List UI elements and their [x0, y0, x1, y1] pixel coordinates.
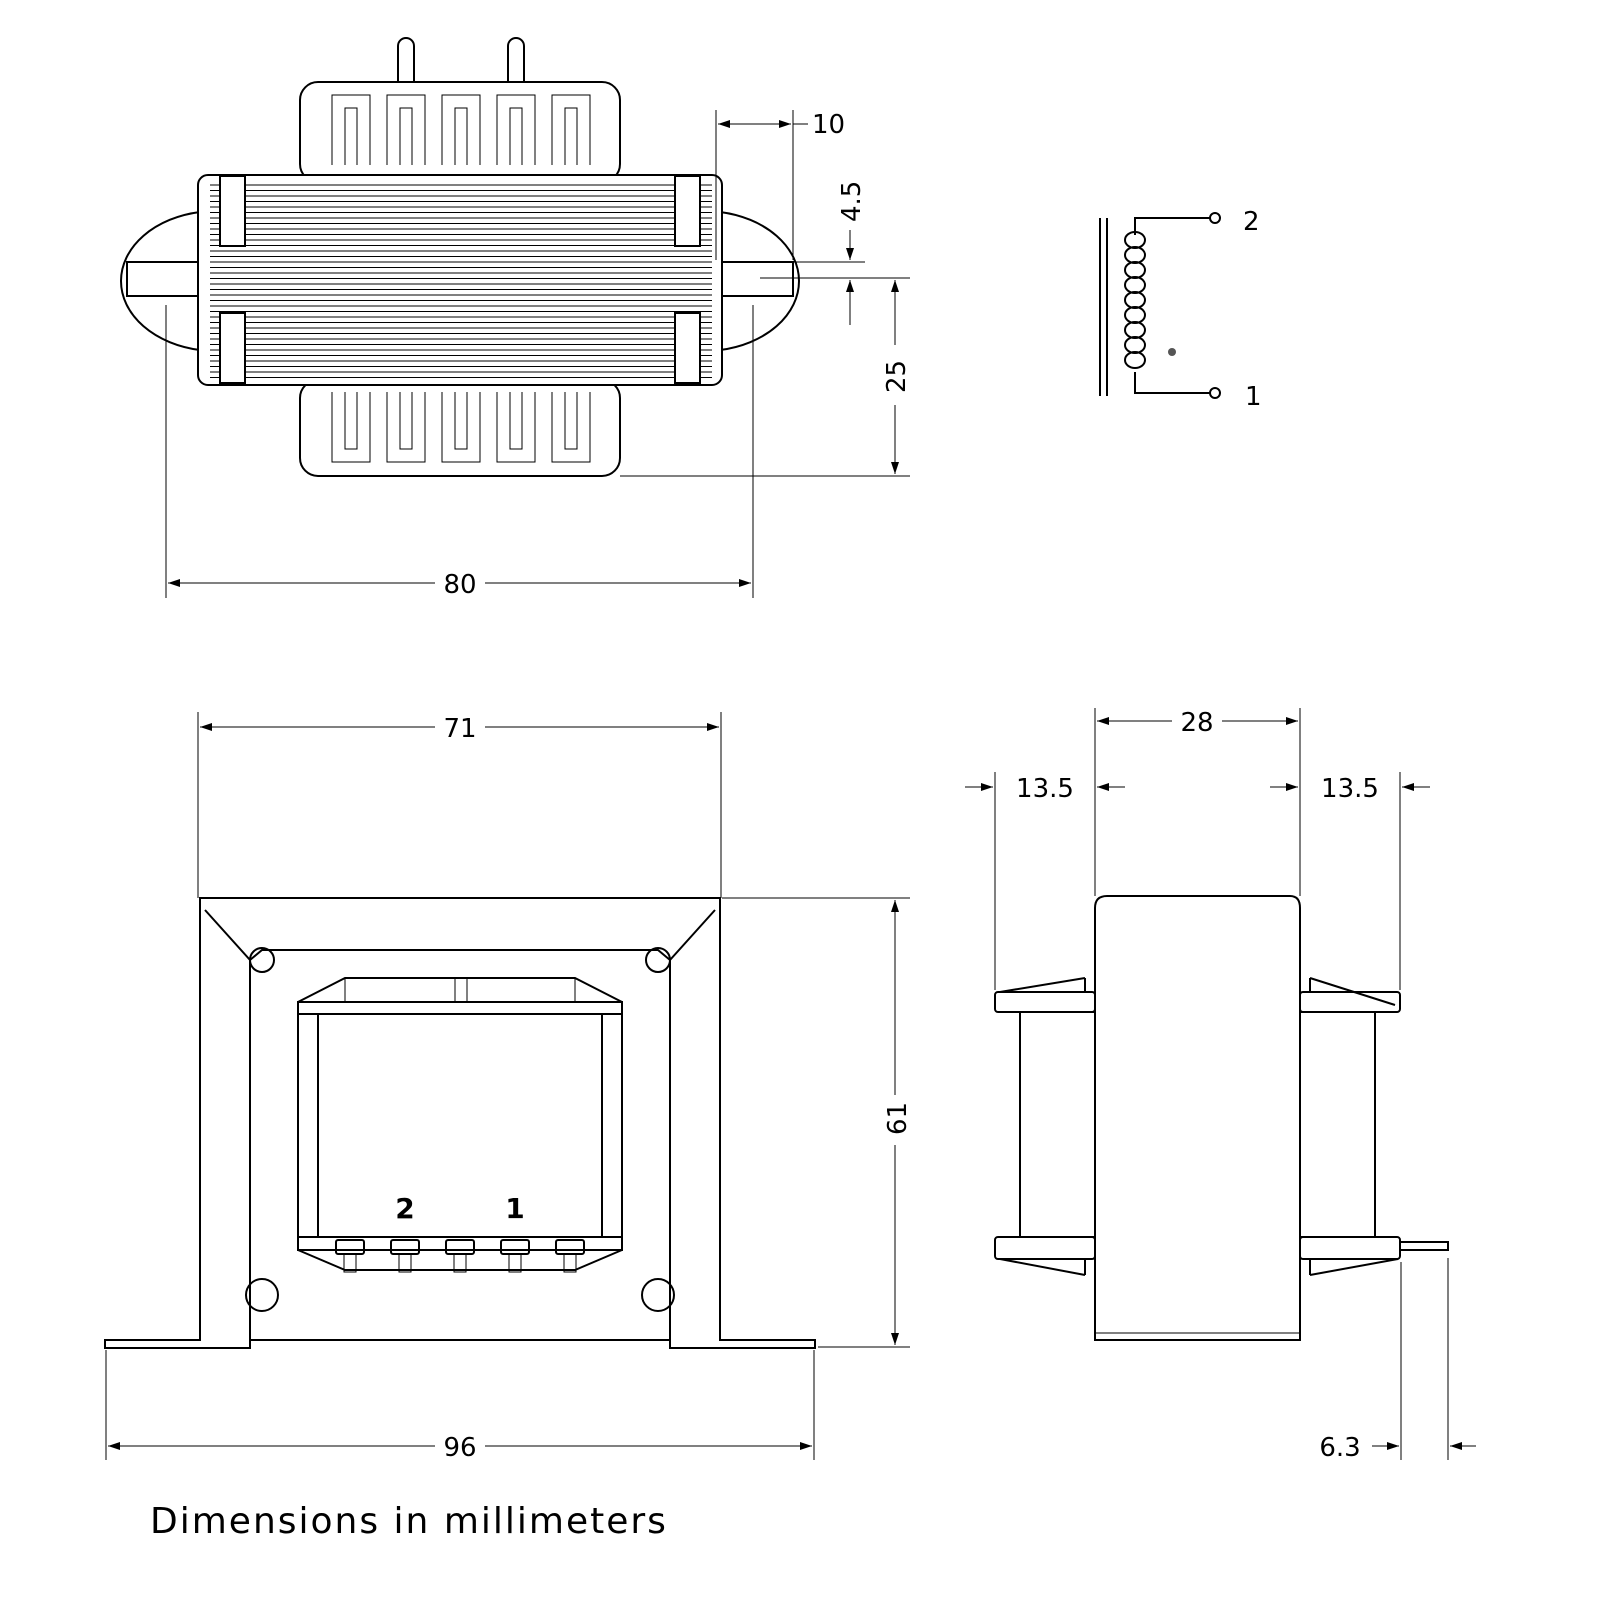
front-terminal-2: 2 [395, 1192, 414, 1225]
bobbin [297, 1001, 623, 1251]
schematic-terminal-2: 2 [1243, 207, 1260, 237]
polarity-dot-icon [1168, 348, 1176, 356]
dim-13-5-right: 13.5 [1321, 774, 1379, 804]
dim-6-3: 6.3 [1319, 1433, 1360, 1463]
terminal-2-icon [1209, 212, 1221, 224]
pin [1399, 1241, 1449, 1251]
dim-96: 96 [443, 1433, 476, 1463]
dim-13-5-left: 13.5 [1016, 774, 1074, 804]
side-view: 28 13.5 13.5 6.3 [965, 708, 1476, 1463]
front-view: 2 1 71 61 96 [104, 712, 913, 1463]
schematic-terminal-1: 1 [1245, 382, 1262, 412]
schematic-symbol: 2 1 [1099, 207, 1262, 412]
terminal-1-icon [1209, 387, 1221, 399]
fin-slots-top [331, 94, 591, 165]
slot-left [126, 261, 208, 297]
dim-25: 25 [882, 360, 912, 393]
front-terminal-1: 1 [505, 1192, 524, 1225]
caption: Dimensions in millimeters [150, 1501, 668, 1542]
dim-28: 28 [1180, 708, 1213, 738]
dim-71: 71 [443, 714, 476, 744]
fin-slots-bottom [331, 392, 591, 463]
slot-right [712, 261, 794, 297]
dim-4-5: 4.5 [837, 181, 867, 222]
coil-icon [1124, 231, 1146, 369]
core-laminations [197, 174, 723, 386]
dim-10: 10 [812, 110, 845, 140]
core-side [1094, 895, 1301, 1341]
dim-61: 61 [883, 1102, 913, 1135]
bobbin-fins-top [299, 81, 621, 183]
dim-80: 80 [443, 570, 476, 600]
top-view: 80 10 4.5 25 [120, 37, 912, 600]
